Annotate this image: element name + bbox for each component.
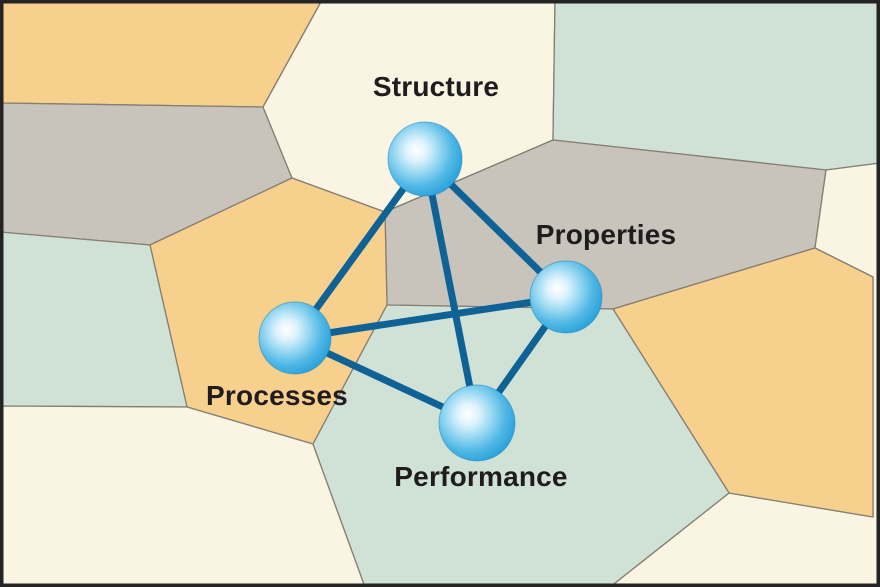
node-structure-sphere [387, 121, 463, 197]
edge-processes-properties [291, 293, 570, 342]
node-label-properties: Properties [535, 219, 677, 250]
node-processes-sphere [258, 301, 332, 375]
node-label-processes: Processes [206, 380, 348, 411]
network-nodes [258, 121, 603, 462]
node-performance-sphere [438, 384, 516, 462]
node-label-performance: Performance [394, 461, 568, 492]
grain-cell-green-performance [312, 304, 730, 587]
grain-cell-green-top-right [552, 0, 880, 171]
node-properties-sphere [529, 260, 603, 334]
edge-structure-performance [421, 155, 481, 427]
node-label-structure: Structure [372, 71, 500, 102]
